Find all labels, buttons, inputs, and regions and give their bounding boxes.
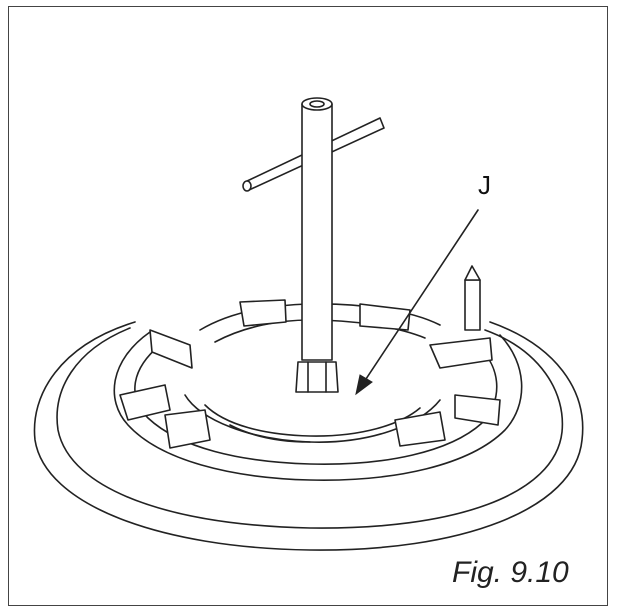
figure-caption: Fig. 9.10 xyxy=(452,556,569,589)
socket-wrench-icon xyxy=(242,97,385,393)
base-plate xyxy=(33,321,584,551)
callout-label-j: J xyxy=(478,170,491,200)
locating-pin-icon xyxy=(464,265,481,331)
ring-lugs xyxy=(119,299,501,449)
arrow-icon xyxy=(355,209,479,396)
